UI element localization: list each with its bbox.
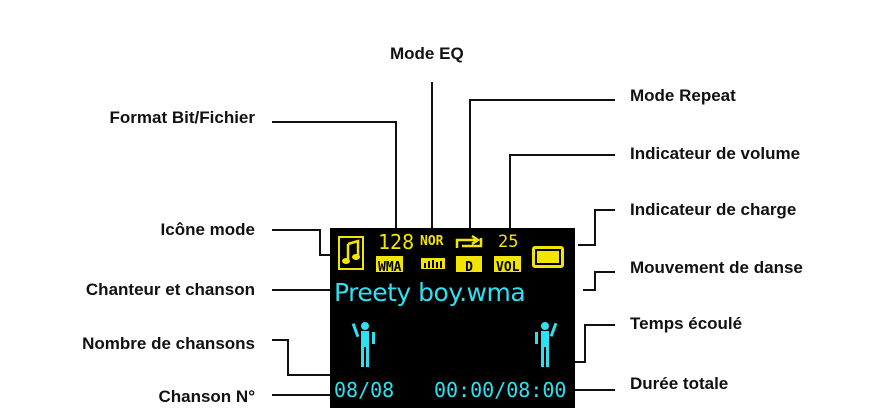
label-volume: Indicateur de volume: [630, 144, 801, 163]
repeat-badge: D: [456, 256, 482, 275]
track-number: 08/08: [334, 378, 395, 402]
label-mode-eq: Mode EQ: [390, 44, 464, 63]
lcd-screen: 128 WMA NOR D 25 VOL Preety boy.wma: [330, 228, 575, 408]
label-dance: Mouvement de danse: [630, 258, 803, 277]
label-song-no: Chanson N°: [158, 387, 255, 406]
bitrate-value: 128: [378, 230, 415, 254]
label-singer-song: Chanteur et chanson: [85, 280, 255, 299]
battery-icon: [532, 246, 564, 268]
volume-label: VOL: [496, 260, 520, 275]
volume-badge: VOL: [494, 256, 522, 275]
music-note-icon: [342, 239, 360, 264]
eq-bars-icon: [421, 258, 445, 269]
line-mode-repeat: [469, 99, 615, 232]
line-charge: [578, 209, 615, 246]
label-song-count: Nombre de chansons: [82, 334, 255, 353]
format-text: WMA: [378, 260, 402, 275]
label-mode-repeat: Mode Repeat: [630, 86, 736, 105]
repeat-mode-text: D: [465, 260, 473, 275]
line-volume: [509, 154, 615, 232]
time-display: 00:00/08:00: [434, 378, 567, 402]
dancer-left-icon: [351, 322, 375, 367]
music-mode-icon: [338, 236, 364, 270]
line-format: [272, 121, 397, 232]
volume-value: 25: [498, 232, 519, 252]
line-count: [272, 339, 340, 376]
line-dance: [583, 271, 615, 291]
eq-value: NOR: [420, 234, 444, 249]
label-icon-mode: Icône mode: [160, 220, 255, 239]
song-title: Preety boy.wma: [334, 278, 526, 307]
format-badge: WMA: [376, 256, 404, 275]
repeat-icon: [455, 234, 483, 248]
label-charge: Indicateur de charge: [630, 200, 797, 219]
dancer-right-icon: [535, 322, 558, 367]
label-elapsed: Temps écoulé: [630, 314, 743, 333]
label-format: Format Bit/Fichier: [109, 108, 255, 127]
label-total: Durée totale: [630, 374, 729, 393]
line-icon-mode: [272, 229, 338, 256]
